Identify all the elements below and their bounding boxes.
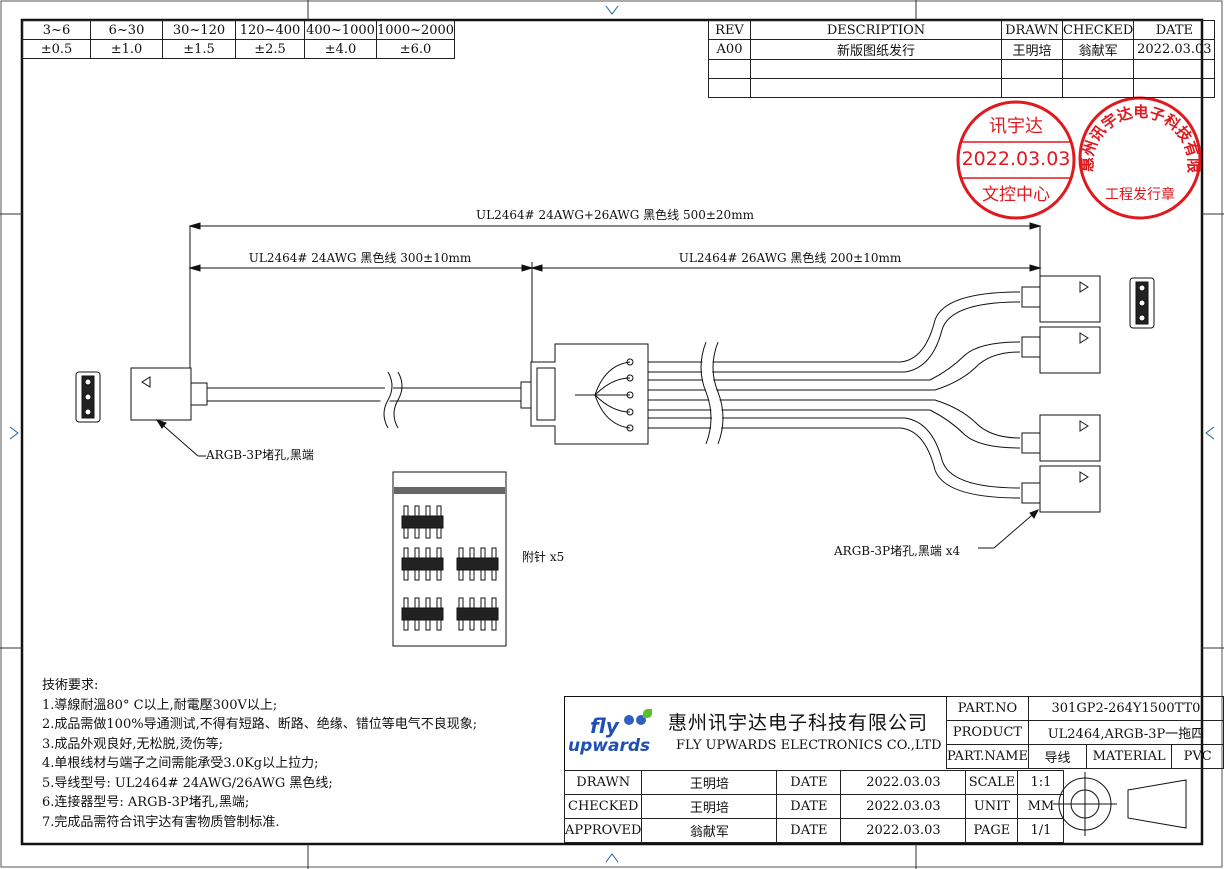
drawn-name: 王明培	[641, 770, 778, 795]
company-name-cn: 惠州讯宇达电子科技有限公司	[668, 712, 929, 734]
stamp-company: 讯宇达	[989, 116, 1043, 137]
tol-value: ±1.5	[162, 39, 236, 59]
center-marker-bottom	[605, 853, 619, 863]
note-item: 6.连接器型号: ARGB-3P堵孔,黑端;	[42, 795, 250, 810]
checked-label: CHECKED	[563, 794, 643, 819]
drawn-label: DRAWN	[563, 770, 643, 795]
connector-right-4	[1021, 465, 1101, 513]
tol-value: ±0.5	[22, 39, 91, 59]
note-item: 5.导线型号: UL2464# 24AWG/26AWG 黑色线;	[42, 775, 333, 791]
revision-table: REV DESCRIPTION DRAWN CHECKED DATE A00 新…	[708, 20, 1216, 98]
tol-range: 1000~2000	[375, 20, 456, 40]
dim-total: UL2464# 24AWG+26AWG 黑色线 500±20mm	[476, 208, 754, 222]
tol-value: ±2.5	[235, 39, 305, 59]
note-item: 3.成品外观良好,无松脱,烫伤等;	[42, 736, 224, 752]
company-name-en: FLY UPWARDS ELECTRONICS CO.,LTD	[676, 738, 942, 753]
technical-notes: 技術要求: 1.導線耐溫80° C以上,耐電壓300V以上; 2.成品需做100…	[42, 676, 477, 832]
stamp-dept: 文控中心	[982, 185, 1050, 205]
note-item: 1.導線耐溫80° C以上,耐電壓300V以上;	[42, 697, 278, 713]
tol-range: 6~30	[90, 20, 163, 40]
note-item: 2.成品需做100%导通测试,不得有短路、断路、绝缘、错位等电气不良现象;	[42, 717, 478, 732]
center-marker-top	[605, 5, 619, 15]
note-item: 4.单根线材与端子之间需能承受3.0Kg以上拉力;	[42, 756, 319, 771]
tol-range: 3~6	[22, 20, 91, 40]
material: PVC	[1171, 744, 1224, 769]
date-value: 2022.03.03	[840, 818, 967, 843]
unit-value: MM	[1017, 794, 1065, 819]
note-item: 7.完成品需符合讯宇达有害物质管制标准.	[42, 814, 280, 830]
stamp-center-text: 工程发行章	[1105, 187, 1175, 203]
callout-pins: 附针 x5	[522, 550, 565, 564]
stamp-date: 2022.03.03	[961, 148, 1071, 170]
callout-multi-connector: ARGB-3P堵孔,黑端 x4	[834, 544, 961, 558]
tol-range: 30~120	[162, 20, 236, 40]
product: UL2464,ARGB-3P一拖四	[1027, 720, 1224, 745]
inner-frame	[20, 18, 1204, 846]
dim-right: UL2464# 26AWG 黑色线 200±10mm	[678, 251, 902, 265]
rev-cell: 2022.03.03	[1133, 39, 1216, 60]
connector-right-3	[1021, 414, 1101, 462]
rev-header: CHECKED	[1061, 20, 1135, 40]
center-marker-right	[1205, 426, 1215, 440]
date-label: DATE	[776, 818, 842, 843]
connector-right-2	[1021, 326, 1101, 374]
connector-end-view-left	[75, 371, 101, 423]
date-label: DATE	[776, 794, 842, 819]
callout-single-connector: ARGB-3P堵孔,黑端	[206, 448, 314, 462]
part-name: 导线	[1027, 744, 1088, 769]
material-label: MATERIAL	[1086, 744, 1173, 769]
tol-value: ±1.0	[90, 39, 163, 59]
approved-label: APPROVED	[563, 818, 643, 843]
approval-table: DRAWN 王明培 DATE 2022.03.03 SCALE 1:1 CHEC…	[563, 770, 1065, 843]
date-value: 2022.03.03	[840, 794, 967, 819]
part-name-label: PART.NAME	[946, 744, 1029, 769]
page-value: 1/1	[1017, 818, 1065, 843]
pin-bag	[392, 471, 507, 647]
page-label: PAGE	[965, 818, 1019, 843]
unit-label: UNIT	[965, 794, 1019, 819]
tolerance-table: 3~6 6~30 30~120 120~400 400~1000 1000~20…	[22, 20, 456, 59]
tol-value: ±6.0	[375, 39, 456, 59]
rev-header: DRAWN	[1001, 20, 1063, 40]
connector-right-1	[1021, 275, 1101, 323]
connector-left	[130, 367, 208, 421]
scale-value: 1:1	[1017, 770, 1065, 795]
rev-cell: 王明培	[1001, 39, 1063, 60]
rev-header: REV	[708, 20, 751, 40]
part-info-table: PART.NO 301GP2-264Y1500TT0 PRODUCT UL246…	[946, 696, 1224, 769]
tol-range: 120~400	[235, 20, 305, 40]
approved-name: 翁献军	[641, 818, 778, 843]
company-logo: fly upwards	[568, 709, 658, 760]
rev-cell: A00	[708, 39, 751, 60]
rev-cell: 翁献军	[1061, 39, 1135, 60]
rev-header: DATE	[1133, 20, 1216, 40]
stamp-engineering-release	[1078, 96, 1202, 220]
tol-range: 400~1000	[304, 20, 377, 40]
date-value: 2022.03.03	[840, 770, 967, 795]
product-label: PRODUCT	[946, 720, 1029, 745]
dim-left: UL2464# 24AWG 黑色线 300±10mm	[248, 251, 472, 265]
tol-value: ±4.0	[304, 39, 377, 59]
scale-label: SCALE	[965, 770, 1019, 795]
notes-title: 技術要求:	[42, 678, 99, 693]
stamp-document-control	[956, 100, 1076, 220]
checked-name: 王明培	[641, 794, 778, 819]
splitter-housing	[530, 343, 649, 445]
date-label: DATE	[776, 770, 842, 795]
rev-cell: 新版图纸发行	[750, 39, 1002, 60]
part-no: 301GP2-264Y1500TT0	[1027, 696, 1224, 721]
connector-end-view-right	[1129, 277, 1155, 329]
part-no-label: PART.NO	[946, 696, 1029, 721]
rev-header: DESCRIPTION	[750, 20, 1002, 40]
center-marker-left	[9, 426, 19, 440]
